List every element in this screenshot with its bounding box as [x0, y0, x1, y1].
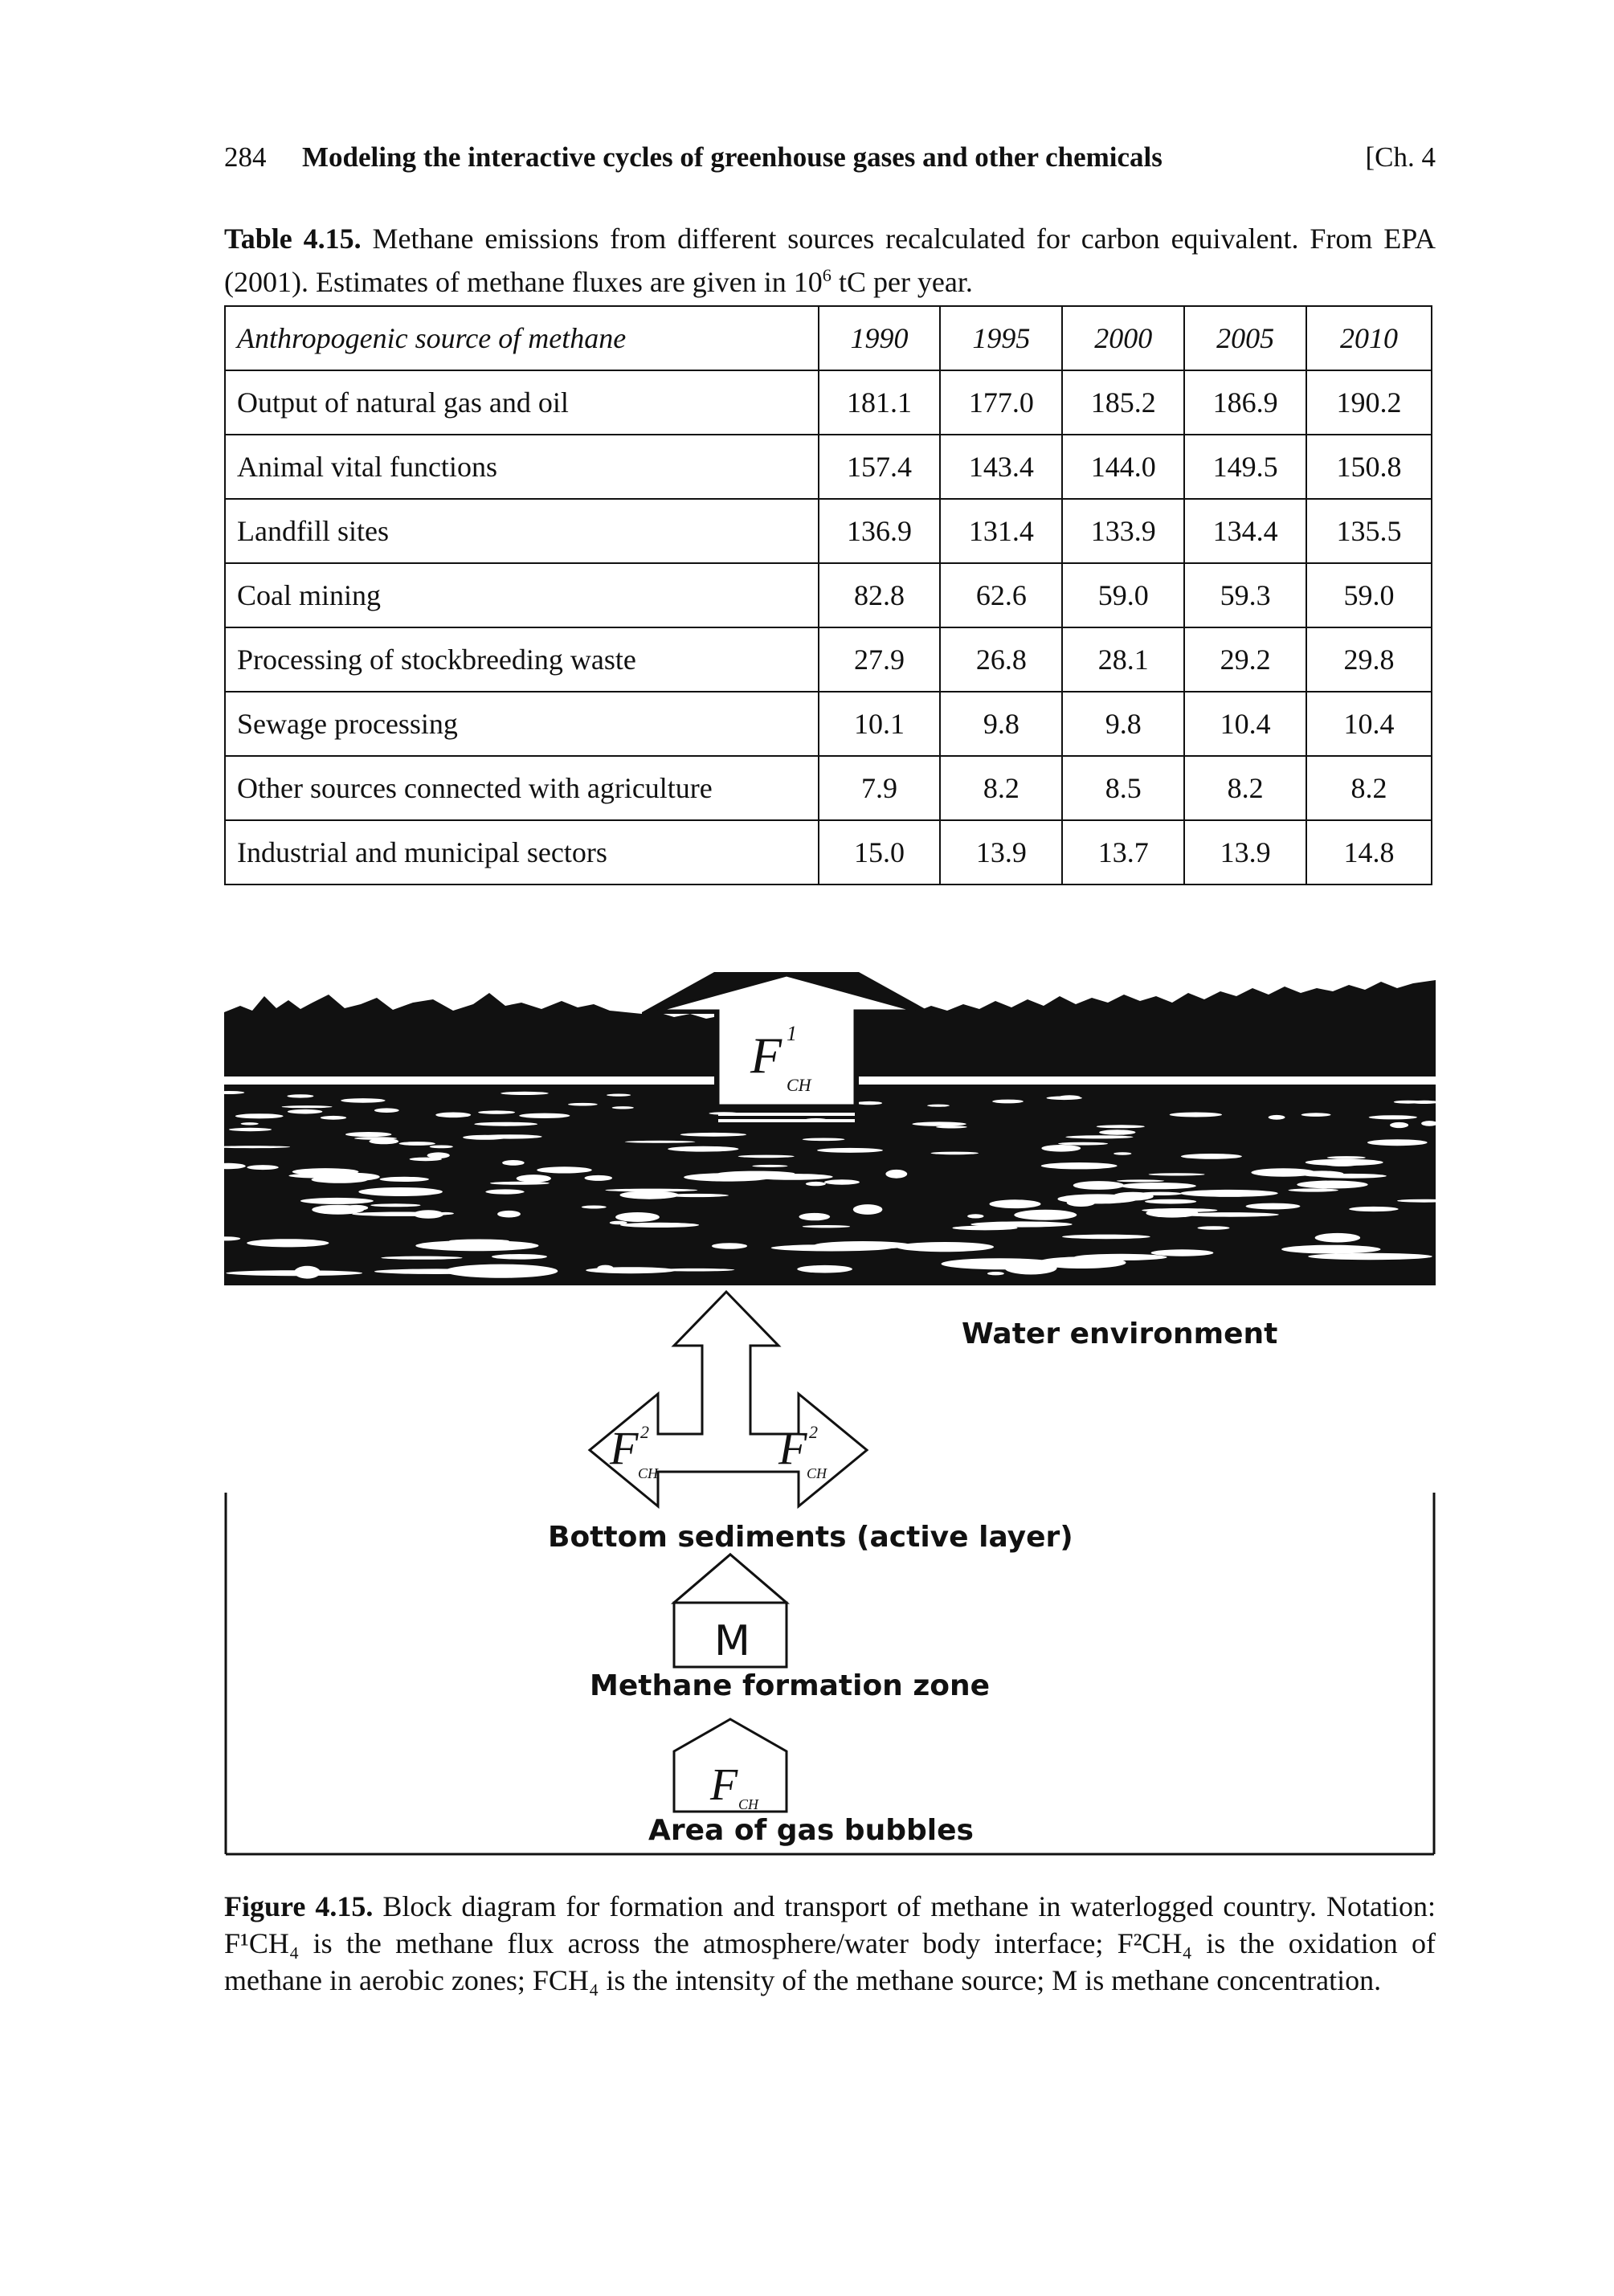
- value-cell: 59.0: [1061, 562, 1186, 628]
- value-cell: 29.8: [1306, 627, 1432, 692]
- flux-f2-left-sup: 2: [640, 1422, 649, 1442]
- page-number: 284: [224, 141, 267, 173]
- value-cell: 59.0: [1306, 562, 1432, 628]
- value-cell: 13.9: [939, 819, 1064, 885]
- value-cell: 143.4: [939, 434, 1064, 500]
- column-header: 2005: [1183, 305, 1308, 371]
- source-cell: Processing of stockbreeding waste: [224, 627, 819, 692]
- flux-source-sub: CH: [738, 1796, 759, 1812]
- flux-f1-sup: 1: [787, 1022, 797, 1045]
- table-caption-text: Methane emissions from different sources…: [224, 223, 1436, 298]
- figure-caption: Figure 4.15. Block diagram for formation…: [224, 1888, 1436, 1999]
- value-cell: 8.2: [939, 755, 1064, 821]
- source-cell: Coal mining: [224, 562, 819, 628]
- value-cell: 10.4: [1183, 691, 1308, 757]
- branching-arrow-icon: [587, 1289, 869, 1510]
- value-cell: 82.8: [817, 562, 942, 628]
- value-cell: 134.4: [1183, 498, 1308, 564]
- source-cell: Sewage processing: [224, 691, 819, 757]
- source-cell: Other sources connected with agriculture: [224, 755, 819, 821]
- value-cell: 135.5: [1306, 498, 1432, 564]
- source-cell: Landfill sites: [224, 498, 819, 564]
- flux-f2-left-symbol: F: [609, 1422, 639, 1474]
- value-cell: 13.9: [1183, 819, 1308, 885]
- value-cell: 7.9: [817, 755, 942, 821]
- table-caption-text-end: tC per year.: [831, 266, 973, 298]
- value-cell: 131.4: [939, 498, 1064, 564]
- column-header: 2000: [1061, 305, 1186, 371]
- table-header-row: Anthropogenic source of methane 1990 199…: [224, 305, 1432, 371]
- up-arrow-icon: F 1 CH: [642, 972, 931, 1122]
- concentration-arrow-icon: [670, 1553, 791, 1604]
- value-cell: 14.8: [1306, 819, 1432, 885]
- value-cell: 136.9: [817, 498, 942, 564]
- value-cell: 185.2: [1061, 370, 1186, 435]
- value-cell: 27.9: [817, 627, 942, 692]
- flux-f2-right-sub: CH: [807, 1465, 827, 1481]
- chapter-label: [Ch. 4: [1365, 141, 1436, 173]
- source-cell: Industrial and municipal sectors: [224, 819, 819, 885]
- label-water-environment: Water environment: [962, 1318, 1277, 1350]
- column-header: 1990: [817, 305, 942, 371]
- value-cell: 177.0: [939, 370, 1064, 435]
- flux-f1-symbol: F: [750, 1027, 782, 1084]
- flux-f2-right-sup: 2: [809, 1422, 818, 1442]
- source-cell: Output of natural gas and oil: [224, 370, 819, 435]
- table-caption: Table 4.15. Methane emissions from diffe…: [224, 220, 1436, 300]
- value-cell: 29.2: [1183, 627, 1308, 692]
- column-header: 2010: [1306, 305, 1432, 371]
- table-row: Other sources connected with agriculture…: [224, 755, 1432, 821]
- value-cell: 157.4: [817, 434, 942, 500]
- value-cell: 133.9: [1061, 498, 1186, 564]
- running-title: Modeling the interactive cycles of green…: [302, 141, 1162, 173]
- value-cell: 59.3: [1183, 562, 1308, 628]
- column-header: 1995: [939, 305, 1064, 371]
- box-m-label: M: [714, 1617, 750, 1665]
- flux-f1-sub: CH: [787, 1075, 812, 1095]
- flux-f2-right-symbol: F: [778, 1422, 807, 1474]
- flux-f2-left-sub: CH: [638, 1465, 659, 1481]
- label-gas-bubbles: Area of gas bubbles: [648, 1814, 974, 1847]
- value-cell: 9.8: [939, 691, 1064, 757]
- figure-caption-text: Block diagram for formation and transpor…: [224, 1890, 1436, 1996]
- value-cell: 10.4: [1306, 691, 1432, 757]
- wetland-photo: F 1 CH: [224, 964, 1436, 1285]
- methane-block-diagram: F 1 CH F 2 CH F 2 CH Water environment B…: [224, 964, 1436, 1856]
- source-box-icon: [672, 1718, 788, 1813]
- value-cell: 28.1: [1061, 627, 1186, 692]
- value-cell: 149.5: [1183, 434, 1308, 500]
- value-cell: 9.8: [1061, 691, 1186, 757]
- column-header: Anthropogenic source of methane: [224, 305, 819, 371]
- value-cell: 8.2: [1183, 755, 1308, 821]
- value-cell: 150.8: [1306, 434, 1432, 500]
- value-cell: 15.0: [817, 819, 942, 885]
- value-cell: 186.9: [1183, 370, 1308, 435]
- value-cell: 144.0: [1061, 434, 1186, 500]
- source-cell: Animal vital functions: [224, 434, 819, 500]
- transport-diagram: F 2 CH F 2 CH Water environment Bottom s…: [224, 1289, 1436, 1856]
- table-caption-label: Table 4.15.: [224, 223, 362, 255]
- value-cell: 190.2: [1306, 370, 1432, 435]
- table-caption-exponent: 6: [822, 265, 832, 285]
- value-cell: 181.1: [817, 370, 942, 435]
- value-cell: 8.2: [1306, 755, 1432, 821]
- label-bottom-sediments: Bottom sediments (active layer): [548, 1521, 1073, 1554]
- value-cell: 26.8: [939, 627, 1064, 692]
- figure-caption-label: Figure 4.15.: [224, 1890, 374, 1922]
- value-cell: 13.7: [1061, 819, 1186, 885]
- methane-emissions-table: Anthropogenic source of methane 1990 199…: [224, 305, 1432, 885]
- value-cell: 10.1: [817, 691, 942, 757]
- flux-source-symbol: F: [709, 1760, 738, 1810]
- value-cell: 8.5: [1061, 755, 1186, 821]
- label-formation-zone: Methane formation zone: [590, 1669, 990, 1702]
- value-cell: 62.6: [939, 562, 1064, 628]
